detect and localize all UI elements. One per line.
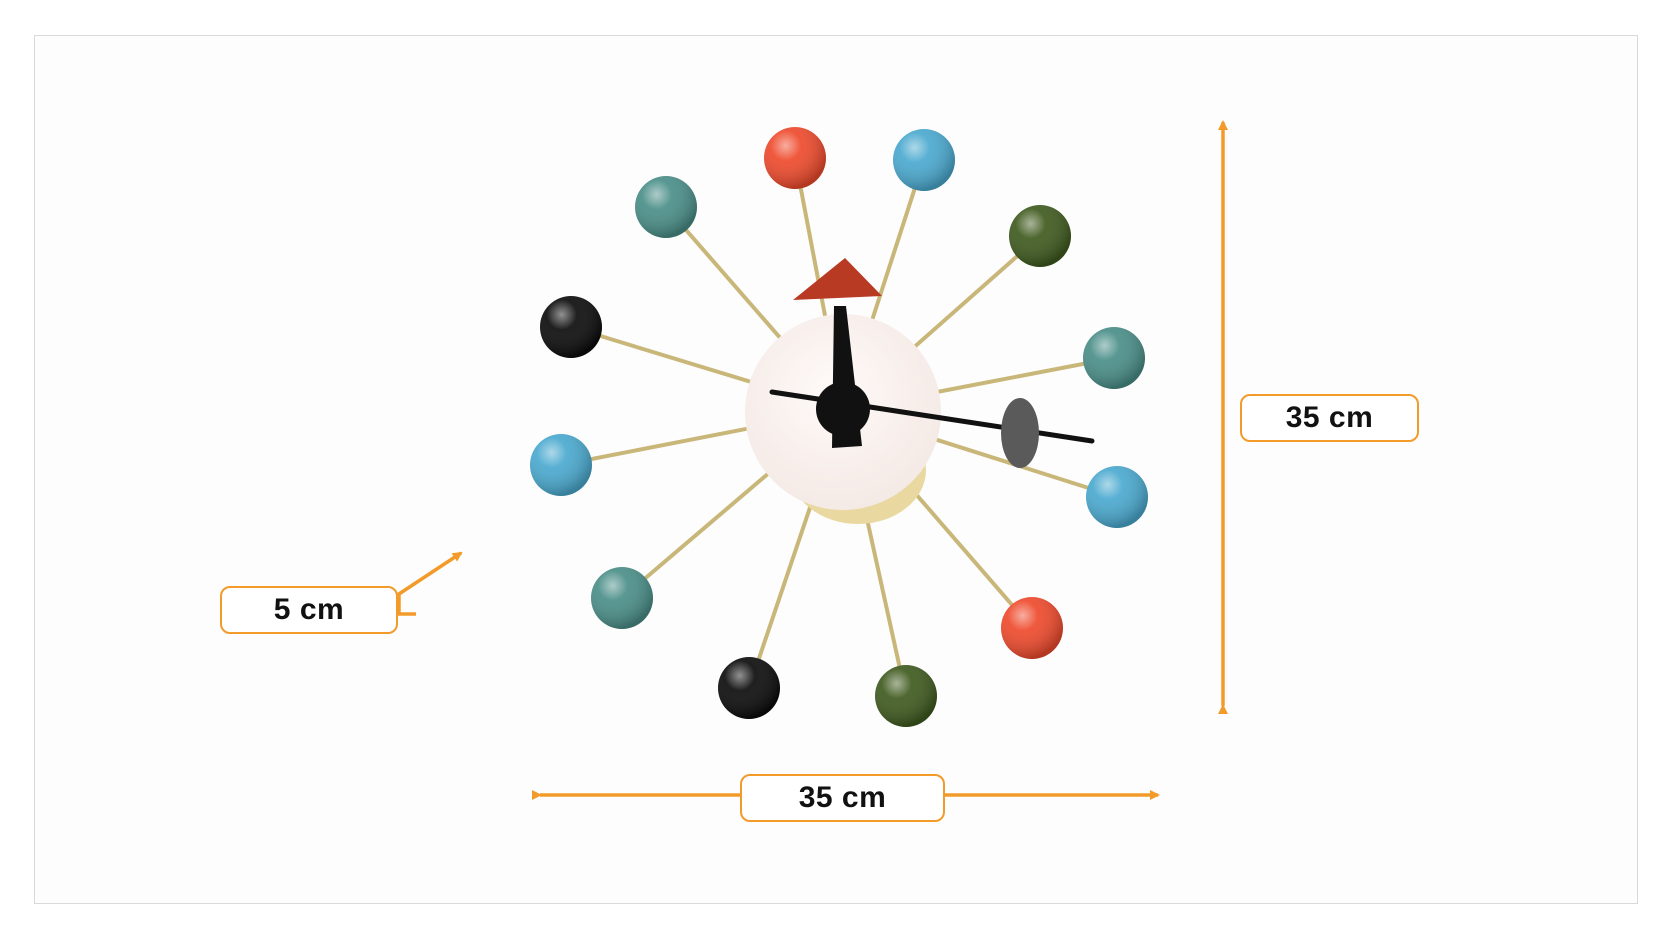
ball-2 [1083, 327, 1145, 389]
ball-9 [540, 296, 602, 358]
depth-dimension-label: 5 cm [220, 586, 398, 634]
ball-6 [718, 657, 780, 719]
clock-balls [530, 127, 1148, 727]
height-dimension-label: 35 cm [1240, 394, 1419, 442]
second-hand-disc [1001, 398, 1039, 468]
ball-3 [1086, 466, 1148, 528]
ball-10 [635, 176, 697, 238]
ball-1 [1009, 205, 1071, 267]
ball-7 [591, 567, 653, 629]
ball-4 [1001, 597, 1063, 659]
hour-hand-tip [793, 258, 882, 300]
clock-hub [816, 382, 870, 436]
ball-12-right [893, 129, 955, 191]
width-dimension-label: 35 cm [740, 774, 945, 822]
ball-8 [530, 434, 592, 496]
depth-arrow [397, 551, 463, 616]
ball-12-left [764, 127, 826, 189]
ball-5 [875, 665, 937, 727]
